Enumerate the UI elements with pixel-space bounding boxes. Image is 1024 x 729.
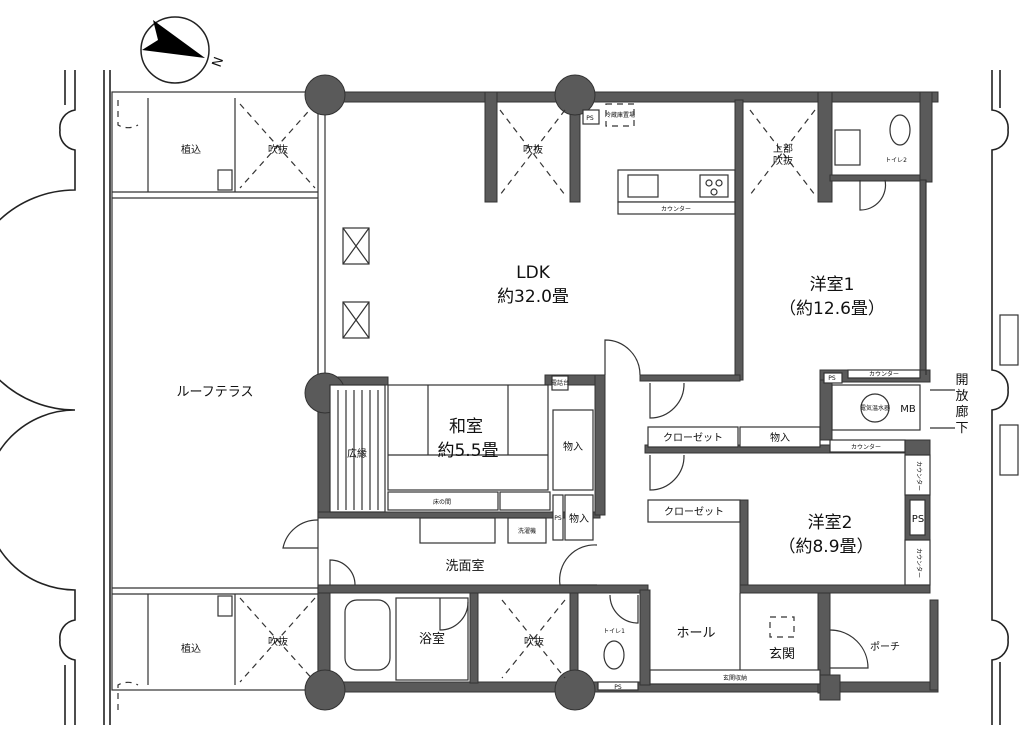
closet-1-label: クローゼット: [663, 432, 723, 444]
counter-v1-label: カウンター: [915, 461, 923, 491]
counter-mb-label: カウンター: [851, 443, 881, 451]
toilet-2-label: トイレ2: [885, 157, 907, 164]
right-facade: [991, 70, 1019, 725]
upper-void-label-2: 吹抜: [773, 154, 793, 167]
compass-north-arrow-icon: N: [140, 16, 227, 84]
veranda-label: 広縁: [347, 447, 367, 460]
open-corridor-label-1: 開: [955, 373, 968, 388]
veranda-floorboards: [337, 390, 379, 510]
skylights: [342, 227, 370, 339]
open-corridor-label-4: 下: [955, 421, 968, 436]
open-corridor-label-2: 放: [955, 389, 968, 404]
closet-2-label: クローゼット: [664, 506, 724, 518]
ldk-size: 約32.0畳: [497, 287, 569, 307]
phone-label: 電話台: [551, 379, 569, 387]
bath-label: 浴室: [419, 631, 445, 647]
left-facade: [0, 70, 111, 725]
washroom-label: 洗面室: [445, 558, 484, 574]
western1-name: 洋室1: [810, 275, 855, 295]
entrance-storage-label: 玄関収納: [723, 674, 747, 682]
porch-label: ポーチ: [870, 641, 900, 653]
terrace-area: [111, 91, 326, 710]
room-labels: LDK 約32.0畳 洋室1 （約12.6畳） 洋室2 （約8.9畳） 和室 約…: [177, 111, 969, 691]
counter-w1-label: カウンター: [869, 370, 899, 378]
toilet-1-label: トイレ1: [603, 628, 625, 635]
void-3-label: 吹抜: [268, 635, 288, 648]
ldk-name: LDK: [516, 263, 551, 283]
western2-name: 洋室2: [808, 513, 853, 533]
roof-terrace-label: ルーフテラス: [177, 385, 254, 400]
ps-label: PS: [614, 684, 622, 691]
storage-3-label: 物入: [770, 431, 790, 444]
open-corridor-label-3: 廊: [955, 404, 968, 420]
ps-label: PS: [828, 375, 836, 382]
upper-void-label-1: 上部: [773, 142, 793, 155]
water-heater-label: 電気温水器: [860, 404, 890, 412]
entrance-label: 玄関: [769, 647, 795, 662]
planting-top-label: 植込: [181, 143, 201, 156]
hall-label: ホール: [676, 626, 715, 641]
kitchen-counter: [617, 169, 736, 215]
tokonoma-label: 床の間: [433, 498, 451, 506]
kitchen-counter-label: カウンター: [661, 205, 691, 213]
void-1-label: 吹抜: [268, 143, 288, 156]
ps-label: PS: [912, 514, 924, 525]
western2-size: （約8.9畳）: [778, 537, 873, 557]
japanese-size: 約5.5畳: [437, 441, 498, 461]
japanese-name: 和室: [449, 417, 483, 437]
void-4-label: 吹抜: [524, 635, 544, 648]
western1-size: （約12.6畳）: [779, 299, 885, 319]
counter-v2-label: カウンター: [915, 548, 923, 578]
ps-label: PS: [586, 115, 594, 122]
fridge-label: 冷蔵庫置場: [605, 111, 635, 119]
storage-1-label: 物入: [563, 440, 583, 453]
mb-label: MB: [900, 404, 916, 415]
north-label: N: [210, 55, 227, 69]
void-2-label: 吹抜: [523, 143, 543, 156]
ps-label: PS: [554, 515, 562, 522]
planting-bottom-label: 植込: [181, 642, 201, 655]
storage-2-label: 物入: [569, 512, 589, 525]
laundry-label: 洗濯機: [518, 527, 536, 535]
